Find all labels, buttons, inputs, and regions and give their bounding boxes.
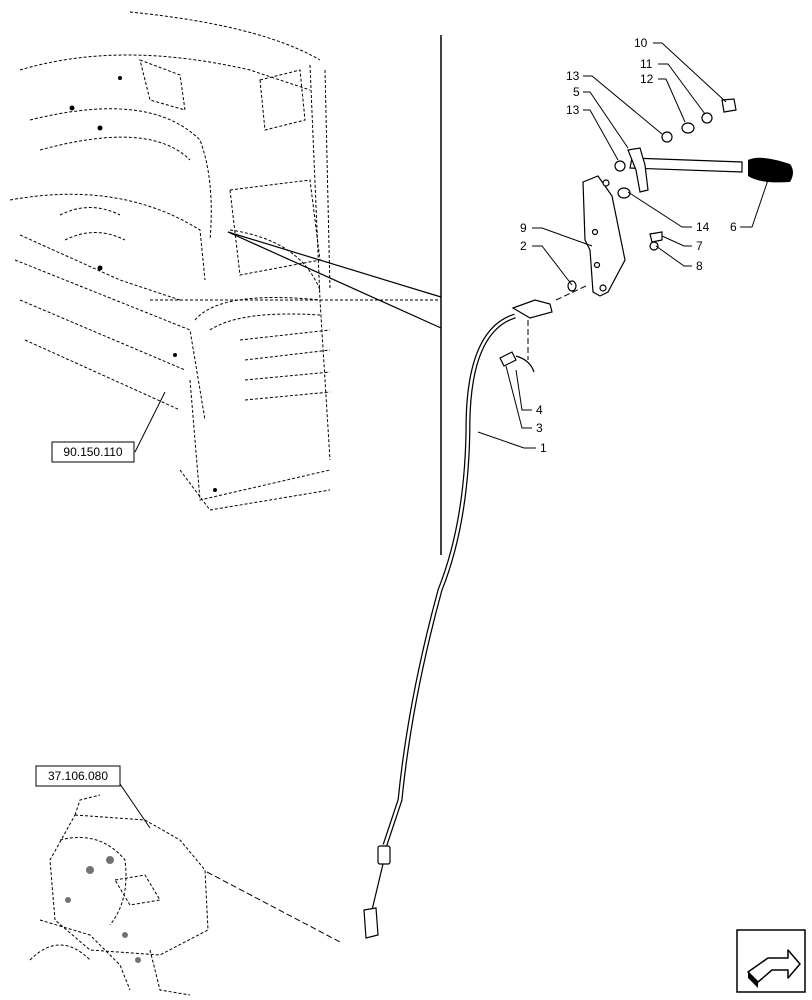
callout-8: 8	[696, 259, 703, 273]
callout-leaders	[477, 42, 769, 449]
cab-detail-leader	[227, 231, 442, 329]
cab-fender-illustration	[9, 11, 440, 511]
lever-grip	[748, 157, 793, 183]
callout-13-lower: 13	[566, 103, 580, 117]
callout-4: 4	[536, 403, 543, 417]
valve-reference-leader	[119, 783, 151, 829]
valve-dark-details	[65, 856, 141, 963]
callout-2: 2	[520, 239, 527, 253]
callout-6: 6	[730, 220, 737, 234]
callout-3: 3	[536, 421, 543, 435]
next-page-arrow-icon[interactable]	[736, 929, 806, 993]
callout-5: 5	[573, 85, 580, 99]
callout-12: 12	[640, 72, 654, 86]
cab-reference-label[interactable]: 90.150.110	[63, 445, 122, 459]
valve-reference-label[interactable]: 37.106.080	[48, 769, 108, 783]
lever-bracket	[582, 175, 626, 297]
cable-end-fitting	[499, 299, 553, 373]
cab-reference-leader	[134, 391, 166, 453]
callout-14: 14	[696, 220, 710, 234]
callout-10: 10	[634, 36, 648, 50]
cable-lower-fitting	[363, 845, 391, 939]
cab-bolt-heads	[69, 76, 217, 492]
callout-1: 1	[540, 441, 547, 455]
lever-arm	[627, 147, 743, 193]
callout-9: 9	[520, 221, 527, 235]
cab-reference-box[interactable]	[51, 441, 135, 463]
assembly-centre-lines	[206, 284, 589, 943]
control-cable	[382, 313, 516, 846]
callout-13-upper: 13	[566, 69, 580, 83]
valve-reference-box[interactable]	[35, 765, 121, 787]
callout-11: 11	[640, 57, 653, 71]
valve-illustration	[29, 794, 209, 996]
lever-hardware	[567, 98, 737, 292]
callout-7: 7	[696, 239, 703, 253]
